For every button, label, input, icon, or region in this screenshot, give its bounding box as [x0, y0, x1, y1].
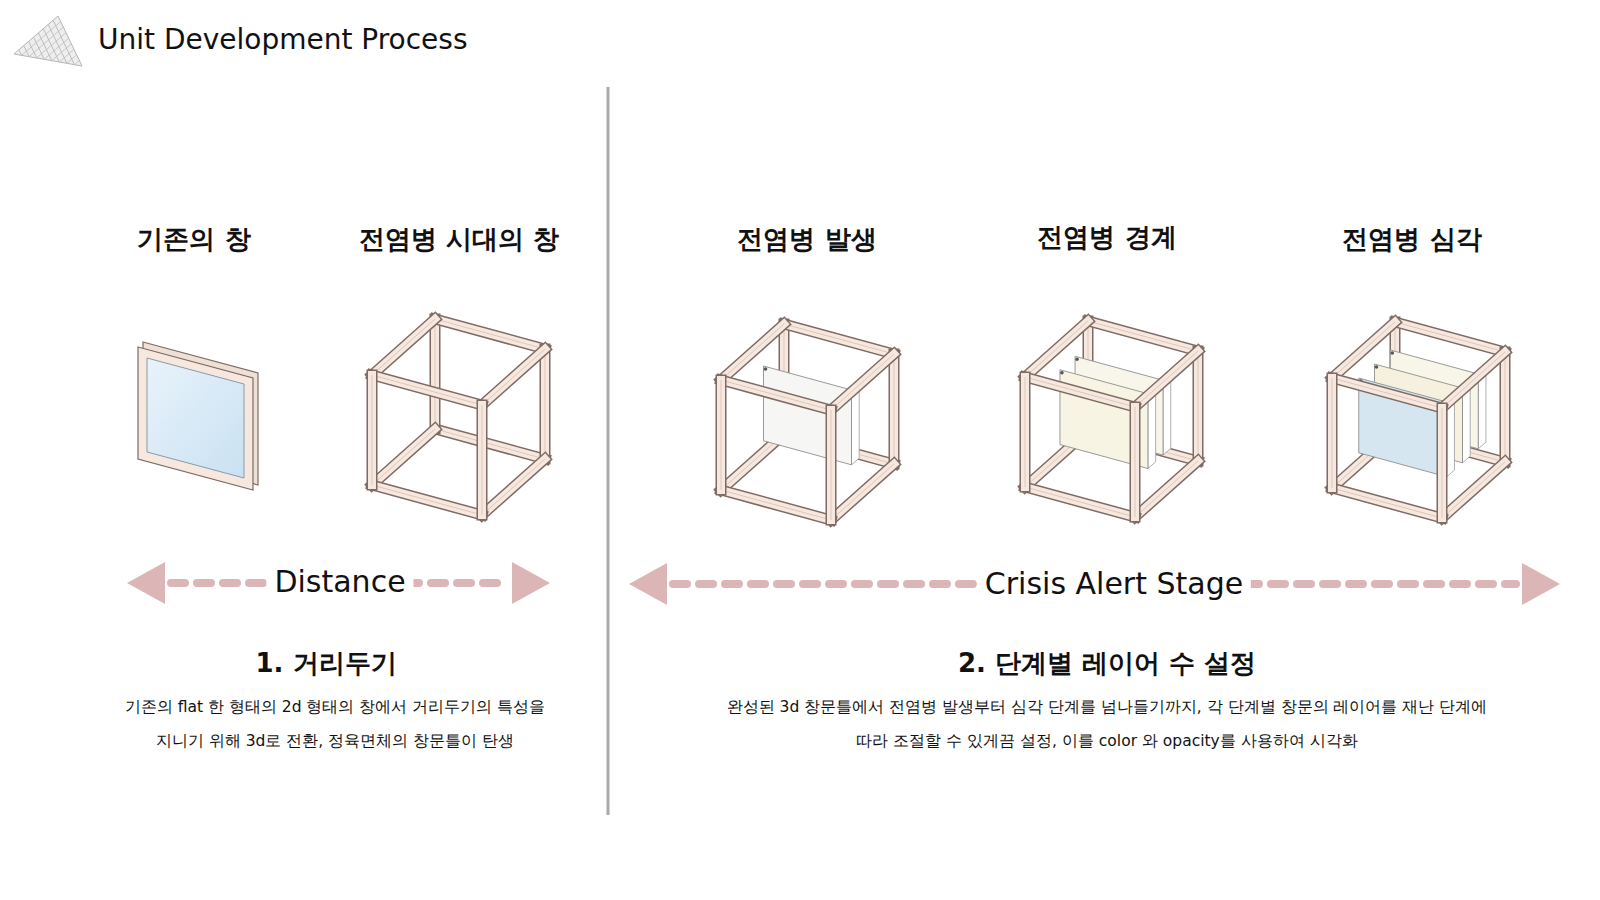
axis-label: Crisis Alert Stage — [977, 566, 1251, 602]
description: 기존의 flat 한 형태의 2d 형태의 창에서 거리두기의 특성을 지니기 … — [115, 690, 555, 758]
logo-icon — [14, 16, 82, 66]
curtain-fold — [1148, 394, 1156, 469]
distance-arrow — [127, 562, 550, 604]
stage-heading: 기존의 창 — [137, 224, 250, 255]
stage-heading: 전염병 심각 — [1342, 224, 1481, 255]
crisis-stage-arrow — [629, 563, 1560, 605]
curtain-clip — [764, 367, 768, 371]
curtain-layer — [764, 366, 852, 465]
curtain-fold — [1463, 388, 1471, 463]
curtain-clip — [1075, 357, 1079, 361]
cube-three-layers — [1332, 322, 1505, 518]
section-heading: 2. 단계별 레이어 수 설정 — [958, 648, 1256, 679]
curtain-clip — [1060, 371, 1064, 375]
page-title: Unit Development Process — [98, 23, 468, 57]
curtain-fold — [1478, 374, 1486, 449]
empty-cube-frame — [372, 319, 545, 515]
stage-heading: 전염병 시대의 창 — [359, 224, 559, 255]
flat-window — [138, 342, 258, 490]
curtain-fold — [1447, 402, 1455, 477]
section-heading: 1. 거리두기 — [255, 648, 396, 679]
axis-label: Distance — [266, 564, 413, 600]
stage-heading: 전염병 경계 — [1037, 222, 1176, 253]
curtain-clip — [1390, 351, 1394, 355]
cube-one-layer — [721, 324, 894, 520]
stage-heading: 전염병 발생 — [737, 224, 876, 255]
curtain-fold — [852, 390, 860, 465]
description: 완성된 3d 창문틀에서 전염병 발생부터 심각 단계를 넘나들기까지, 각 단… — [712, 690, 1502, 758]
curtain-clip — [1375, 365, 1379, 369]
divider-line — [607, 87, 610, 815]
cube-two-layers — [1025, 321, 1198, 517]
curtain-fold — [1163, 380, 1171, 455]
